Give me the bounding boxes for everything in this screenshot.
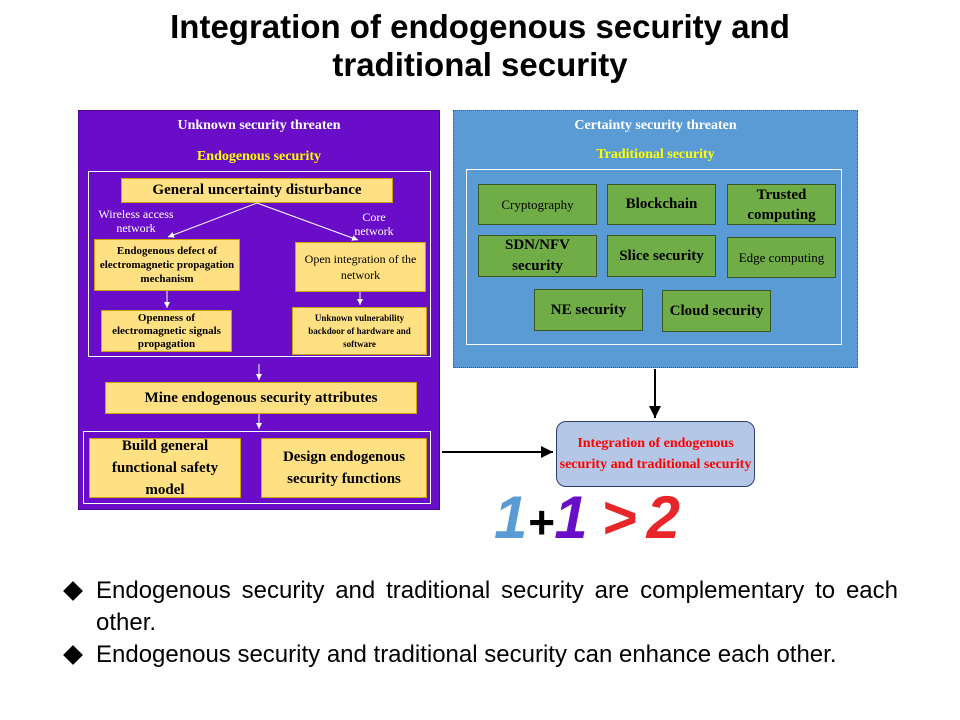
equation-plus: + (527, 496, 555, 548)
endogenous-analysis-frame (88, 171, 431, 357)
page-title: Integration of endogenous security and t… (0, 8, 960, 84)
equation-two: 2 (646, 484, 681, 551)
equation-one-a: 1 (494, 484, 528, 551)
unknown-threat-header: Unknown security threaten (177, 118, 341, 133)
build-design-frame (83, 431, 431, 504)
sdn-nfv-security-box: SDN/NFV security (478, 235, 597, 277)
title-line-1: Integration of endogenous security and (170, 8, 790, 45)
edge-computing-box: Edge computing (727, 237, 836, 278)
arrow-disturbance-to-open (256, 202, 359, 241)
diamond-bullet-icon (63, 645, 83, 665)
cryptography-box: Cryptography (478, 184, 597, 225)
general-uncertainty-disturbance-box: General uncertainty disturbance (121, 178, 393, 203)
openness-propagation-box: Openness of electromagnetic signals prop… (101, 310, 232, 352)
equation-one-b: 1 (554, 484, 588, 551)
integration-result-box: Integration of endogenous security and t… (556, 421, 755, 487)
wireless-access-network-label: Wireless access network (98, 207, 174, 235)
bullet-text: Endogenous security and traditional secu… (96, 577, 898, 636)
equation-greater-than: > (601, 484, 637, 551)
bullet-item: Endogenous security and traditional secu… (60, 575, 898, 639)
core-network-label: Core network (354, 210, 394, 238)
design-functions-box: Design endogenous security functions (261, 438, 427, 498)
ne-security-box: NE security (534, 289, 643, 331)
arrow-disturbance-to-defect (167, 202, 258, 238)
title-line-2: traditional security (332, 46, 628, 83)
mine-attributes-box: Mine endogenous security attributes (105, 382, 417, 414)
traditional-security-subheader: Traditional security (596, 147, 715, 162)
bullet-item: Endogenous security and traditional secu… (60, 639, 898, 671)
conclusion-bullets: Endogenous security and traditional secu… (60, 575, 898, 671)
build-model-box: Build general functional safety model (89, 438, 241, 498)
certainty-threat-header: Certainty security threaten (574, 118, 737, 133)
endogenous-security-subheader: Endogenous security (196, 149, 322, 164)
blockchain-box: Blockchain (607, 184, 716, 225)
unknown-vulnerability-box: Unknown vulnerability backdoor of hardwa… (292, 307, 427, 355)
cloud-security-box: Cloud security (662, 290, 771, 332)
bullet-text: Endogenous security and traditional secu… (96, 641, 837, 668)
slice-security-box: Slice security (607, 235, 716, 277)
diamond-bullet-icon (63, 581, 83, 601)
trusted-computing-box: Trusted computing (727, 184, 836, 225)
equation-one-plus-one-greater-two: 1+1>2 (494, 486, 680, 550)
open-integration-box: Open integration of the network (295, 242, 426, 292)
traditional-items-frame (466, 169, 842, 345)
endogenous-defect-box: Endogenous defect of electromagnetic pro… (94, 239, 240, 291)
